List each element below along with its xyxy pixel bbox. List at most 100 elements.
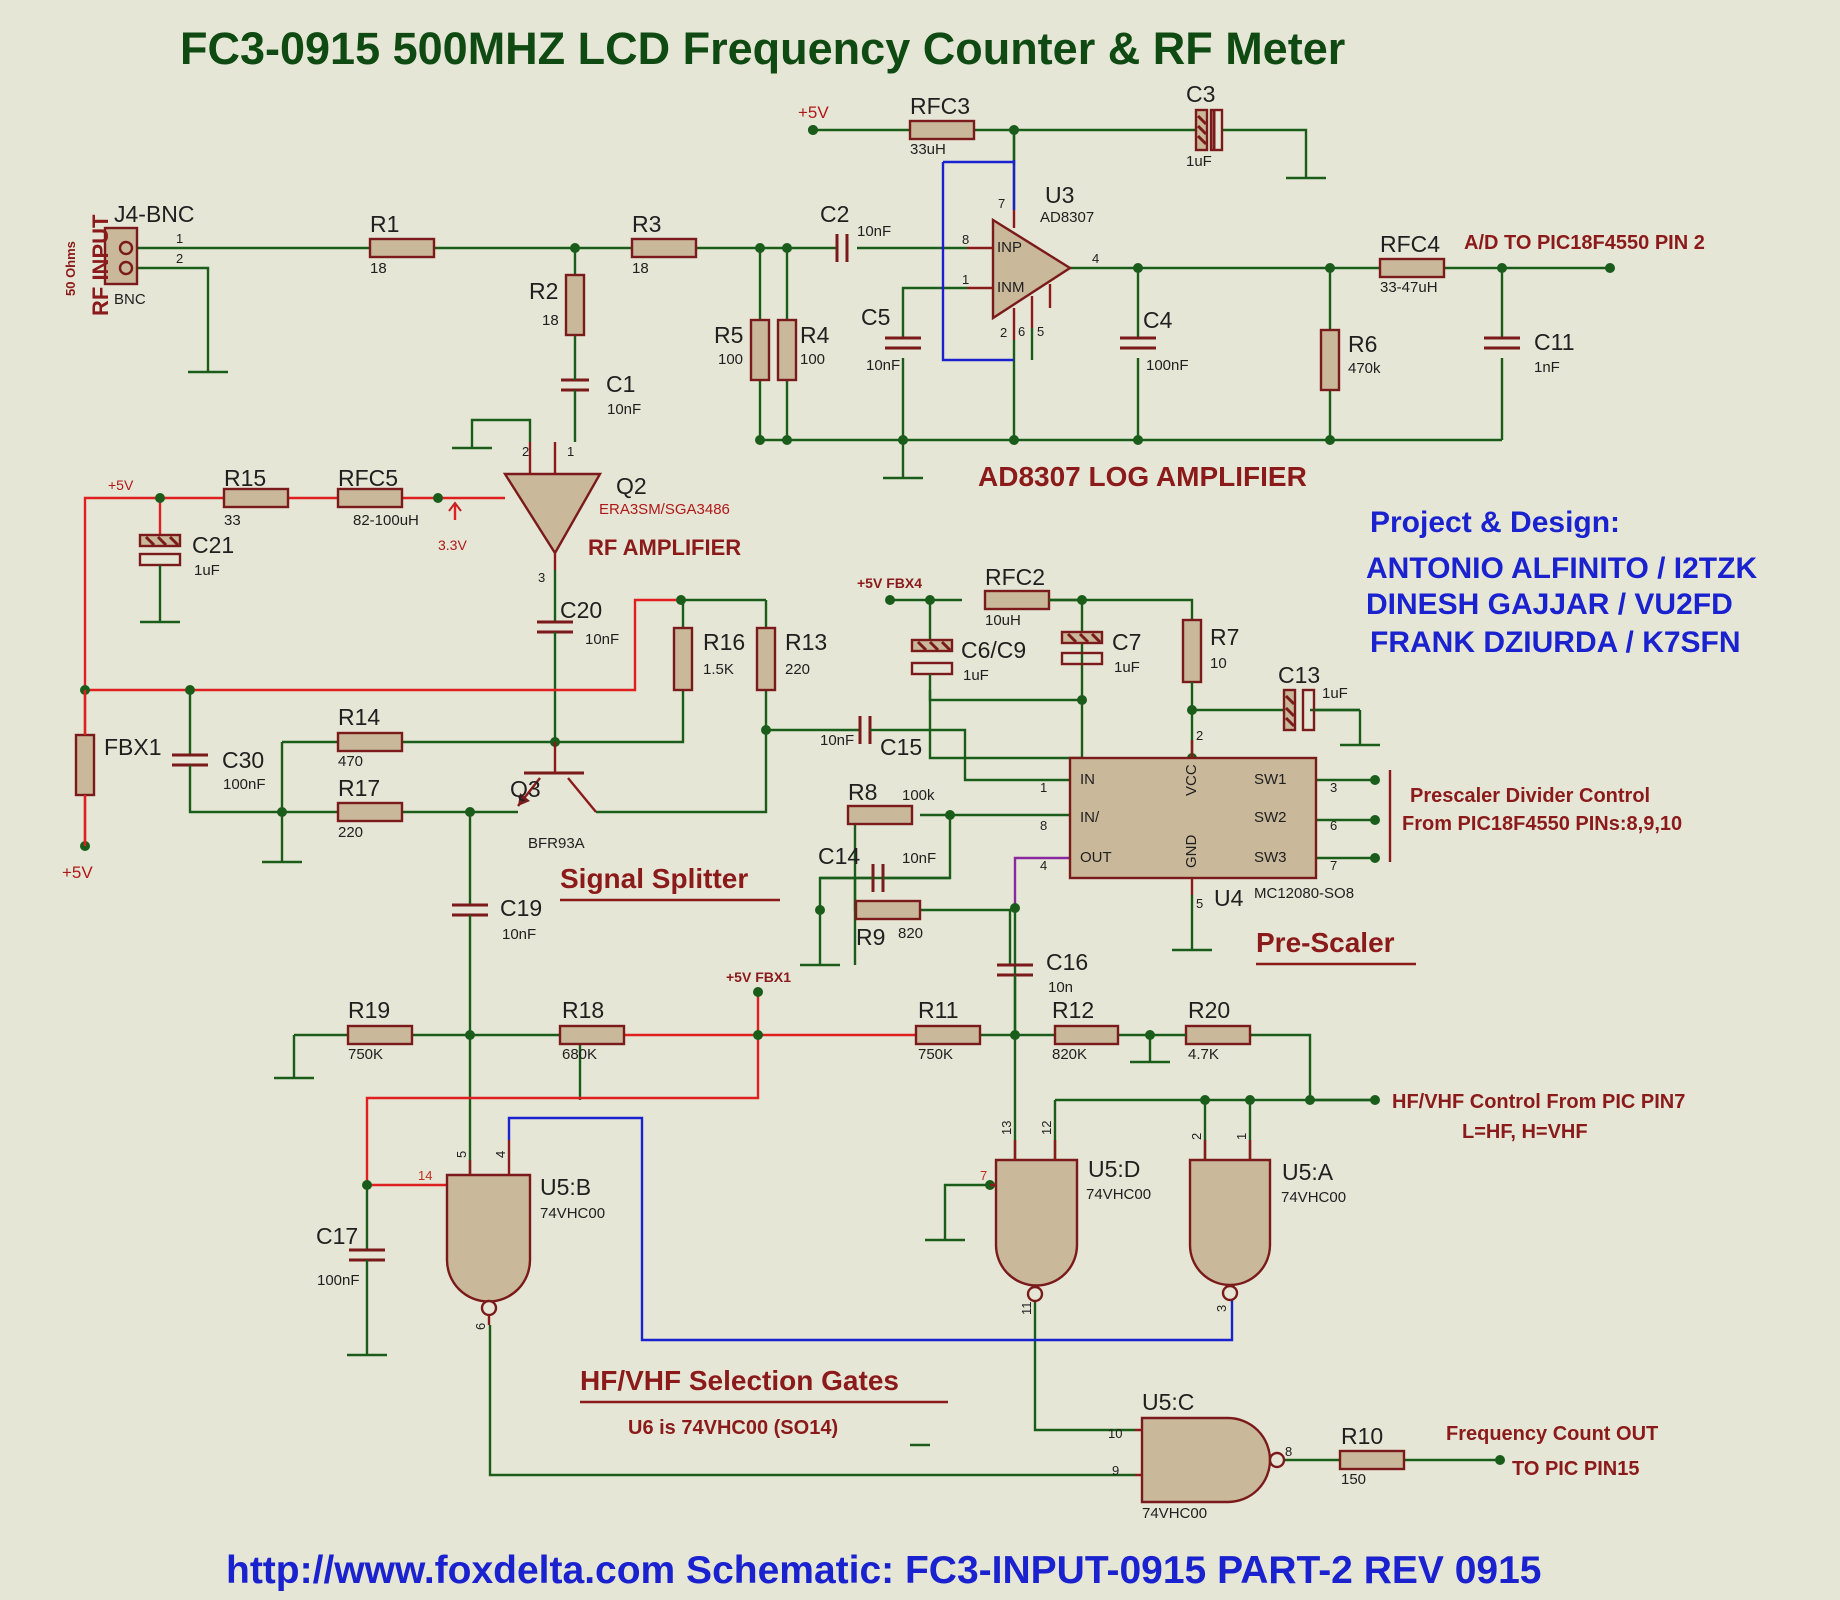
q3-value: BFR93A [528, 835, 585, 852]
u4-mc12080: IN IN/ OUT SW1 SW2 SW3 VCC GND U4 MC1208… [1040, 728, 1392, 911]
capacitor-c16: C16 10n [997, 949, 1088, 1035]
c1-value: 10nF [607, 401, 641, 418]
u4-pin-5: 5 [1196, 896, 1203, 911]
rfc4-value: 33-47uH [1380, 279, 1438, 296]
u3-inp-pin-label: INP [997, 239, 1022, 256]
u5b-label: U5:B [540, 1174, 591, 1200]
r17-label: R17 [338, 775, 380, 801]
capacitor-c30: C30 100nF [172, 747, 266, 793]
hfvhf-control-label: HF/VHF Control From PIC PIN7 [1392, 1091, 1685, 1113]
capacitor-c3: C3 1uF [1186, 81, 1224, 170]
u3-value: AD8307 [1040, 209, 1094, 226]
u5d-pin-7: 7 [980, 1168, 987, 1183]
u4-pin-8: 8 [1040, 818, 1047, 833]
frequency-out-pin: TO PIC PIN15 [1512, 1458, 1639, 1480]
ad-output-label: A/D TO PIC18F4550 PIN 2 [1464, 232, 1705, 254]
resistor-r9: R9 820 [854, 899, 923, 950]
c6c9-label: C6/C9 [961, 637, 1026, 663]
r8-value: 100k [902, 787, 935, 804]
c19-value: 10nF [502, 926, 536, 943]
q2-rf-amplifier: Q2 ERA3SM/SGA3486 RF AMPLIFIER 1 2 3 3.3… [438, 442, 741, 585]
supply-5v-fbx1: +5V FBX1 [726, 969, 791, 985]
resistor-r20: R20 4.7K [1184, 997, 1252, 1063]
resistor-r18: R18 680K [558, 997, 626, 1063]
r20-label: R20 [1188, 997, 1230, 1023]
credit-name-1: ANTONIO ALFINITO / I2TZK [1366, 552, 1757, 585]
j4-label: J4-BNC [114, 201, 195, 227]
rfc4-label: RFC4 [1380, 231, 1440, 257]
inductor-rfc2: RFC2 10uH [983, 564, 1051, 629]
capacitors: C2 10nF C1 10nF C3 1uF C5 10nF [138, 81, 1575, 1289]
c4-label: C4 [1143, 307, 1173, 333]
u3-pin-2: 2 [1000, 325, 1007, 340]
c6c9-value: 1uF [963, 667, 989, 684]
r12-value: 820K [1052, 1046, 1087, 1063]
resistor-r5: R5 100 [714, 318, 771, 382]
prescaler-control-label: Prescaler Divider Control [1410, 785, 1650, 807]
j4-pin-1: 1 [176, 231, 183, 246]
q2-label: Q2 [616, 473, 647, 499]
capacitor-c2: C2 10nF [820, 201, 891, 262]
q2-value: ERA3SM/SGA3486 [599, 501, 730, 518]
c13-label: C13 [1278, 662, 1320, 688]
u4-in-label: IN [1080, 771, 1095, 788]
c2-value: 10nF [857, 223, 891, 240]
c16-label: C16 [1046, 949, 1088, 975]
credit-name-2: DINESH GAJJAR / VU2FD [1366, 588, 1733, 621]
u4-pin-2: 2 [1196, 728, 1203, 743]
rfc2-value: 10uH [985, 612, 1021, 629]
c7-value: 1uF [1114, 659, 1140, 676]
capacitor-c6c9: C6/C9 1uF [910, 637, 1082, 702]
u5c-value: 74VHC00 [1142, 1505, 1207, 1522]
capacitor-c17: C17 100nF [316, 1223, 385, 1289]
rfc5-value: 82-100uH [353, 512, 419, 529]
prescaler-control-pins: From PIC18F4550 PINs:8,9,10 [1402, 813, 1682, 835]
r15-value: 33 [224, 512, 241, 529]
inductor-rfc3: RFC3 33uH [908, 93, 976, 158]
credits-heading: Project & Design: [1370, 506, 1620, 539]
signal-splitter-title: Signal Splitter [560, 863, 748, 894]
u4-out-label: OUT [1080, 849, 1112, 866]
u5c-pin-9: 9 [1112, 1463, 1119, 1478]
u5b-pin-5: 5 [454, 1151, 469, 1158]
u4-sw1-label: SW1 [1254, 771, 1287, 788]
u4-pin-4: 4 [1040, 858, 1047, 873]
u4-vcc-label: VCC [1183, 764, 1200, 796]
u5c-pin-10: 10 [1108, 1426, 1122, 1441]
rfc3-value: 33uH [910, 141, 946, 158]
r10-value: 150 [1341, 1471, 1366, 1488]
rfc3-label: RFC3 [910, 93, 970, 119]
u3-pin-5: 5 [1037, 324, 1044, 339]
j4-connector: J4-BNC BNC 1 2 RF INPUT 50 Ohms [63, 201, 195, 316]
r5-label: R5 [714, 322, 743, 348]
u3-pin-1: 1 [962, 272, 969, 287]
supply-wires [83, 496, 916, 1187]
c14-value: 10nF [902, 850, 936, 867]
u5b-pin-6: 6 [473, 1323, 488, 1330]
r9-value: 820 [898, 925, 923, 942]
r13-value: 220 [785, 661, 810, 678]
u5d-value: 74VHC00 [1086, 1186, 1151, 1203]
r20-value: 4.7K [1188, 1046, 1219, 1063]
c5-value: 10nF [866, 357, 900, 374]
r1-value: 18 [370, 260, 387, 277]
r18-value: 680K [562, 1046, 597, 1063]
resistor-r7: R7 10 [1181, 618, 1239, 684]
r14-label: R14 [338, 704, 380, 730]
r12-label: R12 [1052, 997, 1094, 1023]
u4-pin-6: 6 [1330, 818, 1337, 833]
rf-input-label: RF INPUT [88, 214, 113, 316]
u4-sw3-label: SW3 [1254, 849, 1287, 866]
r9-label: R9 [856, 924, 885, 950]
u4-pin-1: 1 [1040, 780, 1047, 795]
u3-pin-6: 6 [1018, 324, 1025, 339]
c3-label: C3 [1186, 81, 1215, 107]
c20-label: C20 [560, 597, 602, 623]
resistor-r1: R1 18 [368, 211, 436, 277]
c19-label: C19 [500, 895, 542, 921]
r3-label: R3 [632, 211, 661, 237]
credits: Project & Design: ANTONIO ALFINITO / I2T… [1366, 506, 1757, 659]
u3-label: U3 [1045, 182, 1074, 208]
u5b-value: 74VHC00 [540, 1205, 605, 1222]
